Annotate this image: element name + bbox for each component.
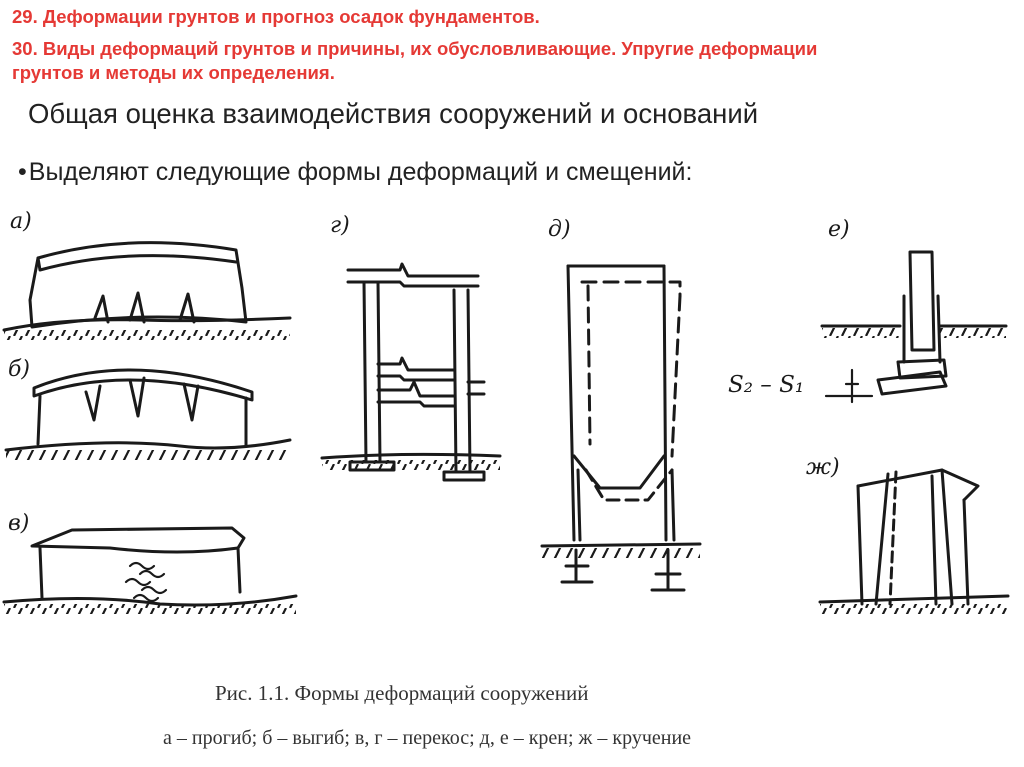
figure-caption-legend: а – прогиб; б – выгиб; в, г – перекос; д…	[163, 727, 691, 749]
settlement-label: S₂ – S₁	[728, 372, 804, 398]
label-d: д)	[548, 217, 571, 242]
label-b: б)	[8, 357, 30, 382]
slide-title: Общая оценка взаимодействия сооружений и…	[28, 98, 759, 129]
panel-a-sagging	[2, 241, 292, 340]
header-line-3: грунтов и методы их определения.	[12, 62, 335, 83]
panel-zh-twist	[818, 468, 1010, 614]
panel-v-skew	[2, 526, 298, 614]
bullet-marker: •	[18, 158, 27, 186]
label-g: г)	[330, 213, 350, 238]
bullet-paragraph: •Выделяют следующие формы деформаций и с…	[18, 158, 692, 187]
bullet-text: Выделяют следующие формы деформаций и см…	[28, 158, 693, 186]
deformation-figure: а) б) в) г) д) е) ж) S₂ – S₁ Рис. 1.1. Ф…	[2, 209, 1010, 749]
panel-e-footing	[820, 250, 1008, 404]
label-e: е)	[828, 217, 850, 242]
panel-b-hogging	[4, 368, 292, 460]
header-line-1: 29. Деформации грунтов и прогноз осадок …	[12, 6, 540, 27]
panel-d-silo	[540, 264, 702, 592]
label-zh: ж)	[806, 455, 840, 480]
label-a: а)	[10, 209, 32, 234]
label-v: в)	[8, 511, 29, 536]
panel-g-frame	[320, 262, 502, 482]
header-line-2: 30. Виды деформаций грунтов и причины, и…	[12, 38, 818, 59]
figure-caption-title: Рис. 1.1. Формы деформаций сооружений	[215, 681, 588, 705]
